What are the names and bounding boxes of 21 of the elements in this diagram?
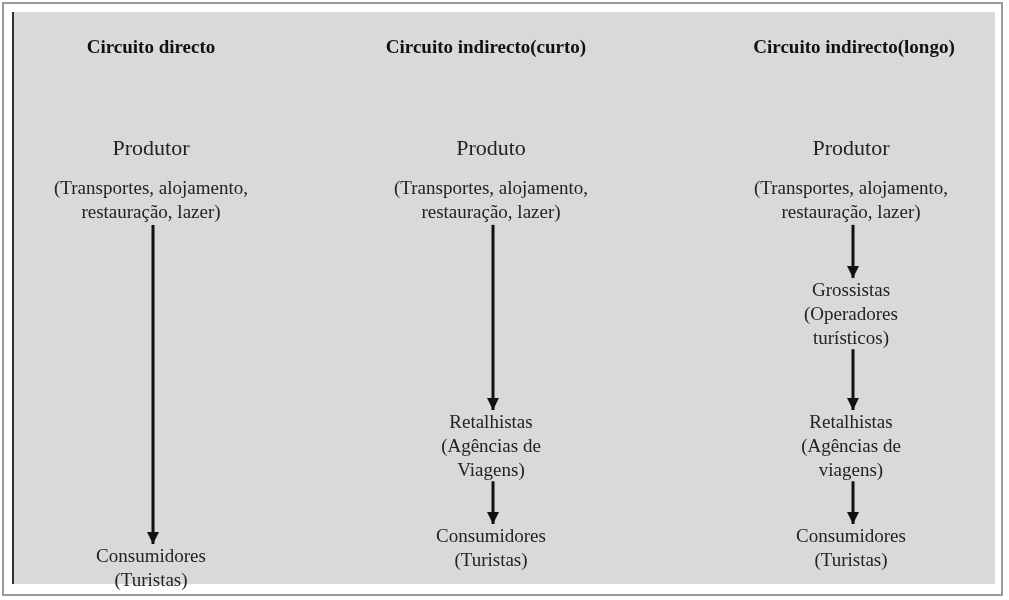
node-title: Grossistas (Operadores turísticos): [803, 278, 899, 350]
arrow: [147, 224, 159, 544]
node-title: Consumidores (Turistas): [435, 524, 547, 572]
arrow: [847, 481, 859, 524]
arrow: [487, 481, 499, 524]
node-title: Produtor: [112, 134, 190, 162]
node-title: Produto: [456, 134, 526, 162]
node-title: Consumidores (Turistas): [795, 524, 907, 572]
node-subtitle: (Transportes, alojamento, restauração, lazer): [753, 175, 949, 225]
node-title: Retalhistas (Agências de Viagens): [440, 410, 542, 482]
node-title: Produtor: [812, 134, 890, 162]
arrow: [847, 349, 859, 410]
column-heading: Circuito indirecto(curto): [385, 36, 587, 58]
node-title: Retalhistas (Agências de viagens): [800, 410, 902, 482]
node-subtitle: (Transportes, alojamento, restauração, lazer): [393, 175, 589, 225]
node-title: Consumidores (Turistas): [95, 544, 207, 592]
arrow: [847, 224, 859, 278]
column-heading: Circuito directo: [86, 36, 216, 58]
node-subtitle: (Transportes, alojamento, restauração, lazer): [53, 175, 249, 225]
column-heading: Circuito indirecto(longo): [753, 36, 955, 58]
arrow: [487, 224, 499, 410]
